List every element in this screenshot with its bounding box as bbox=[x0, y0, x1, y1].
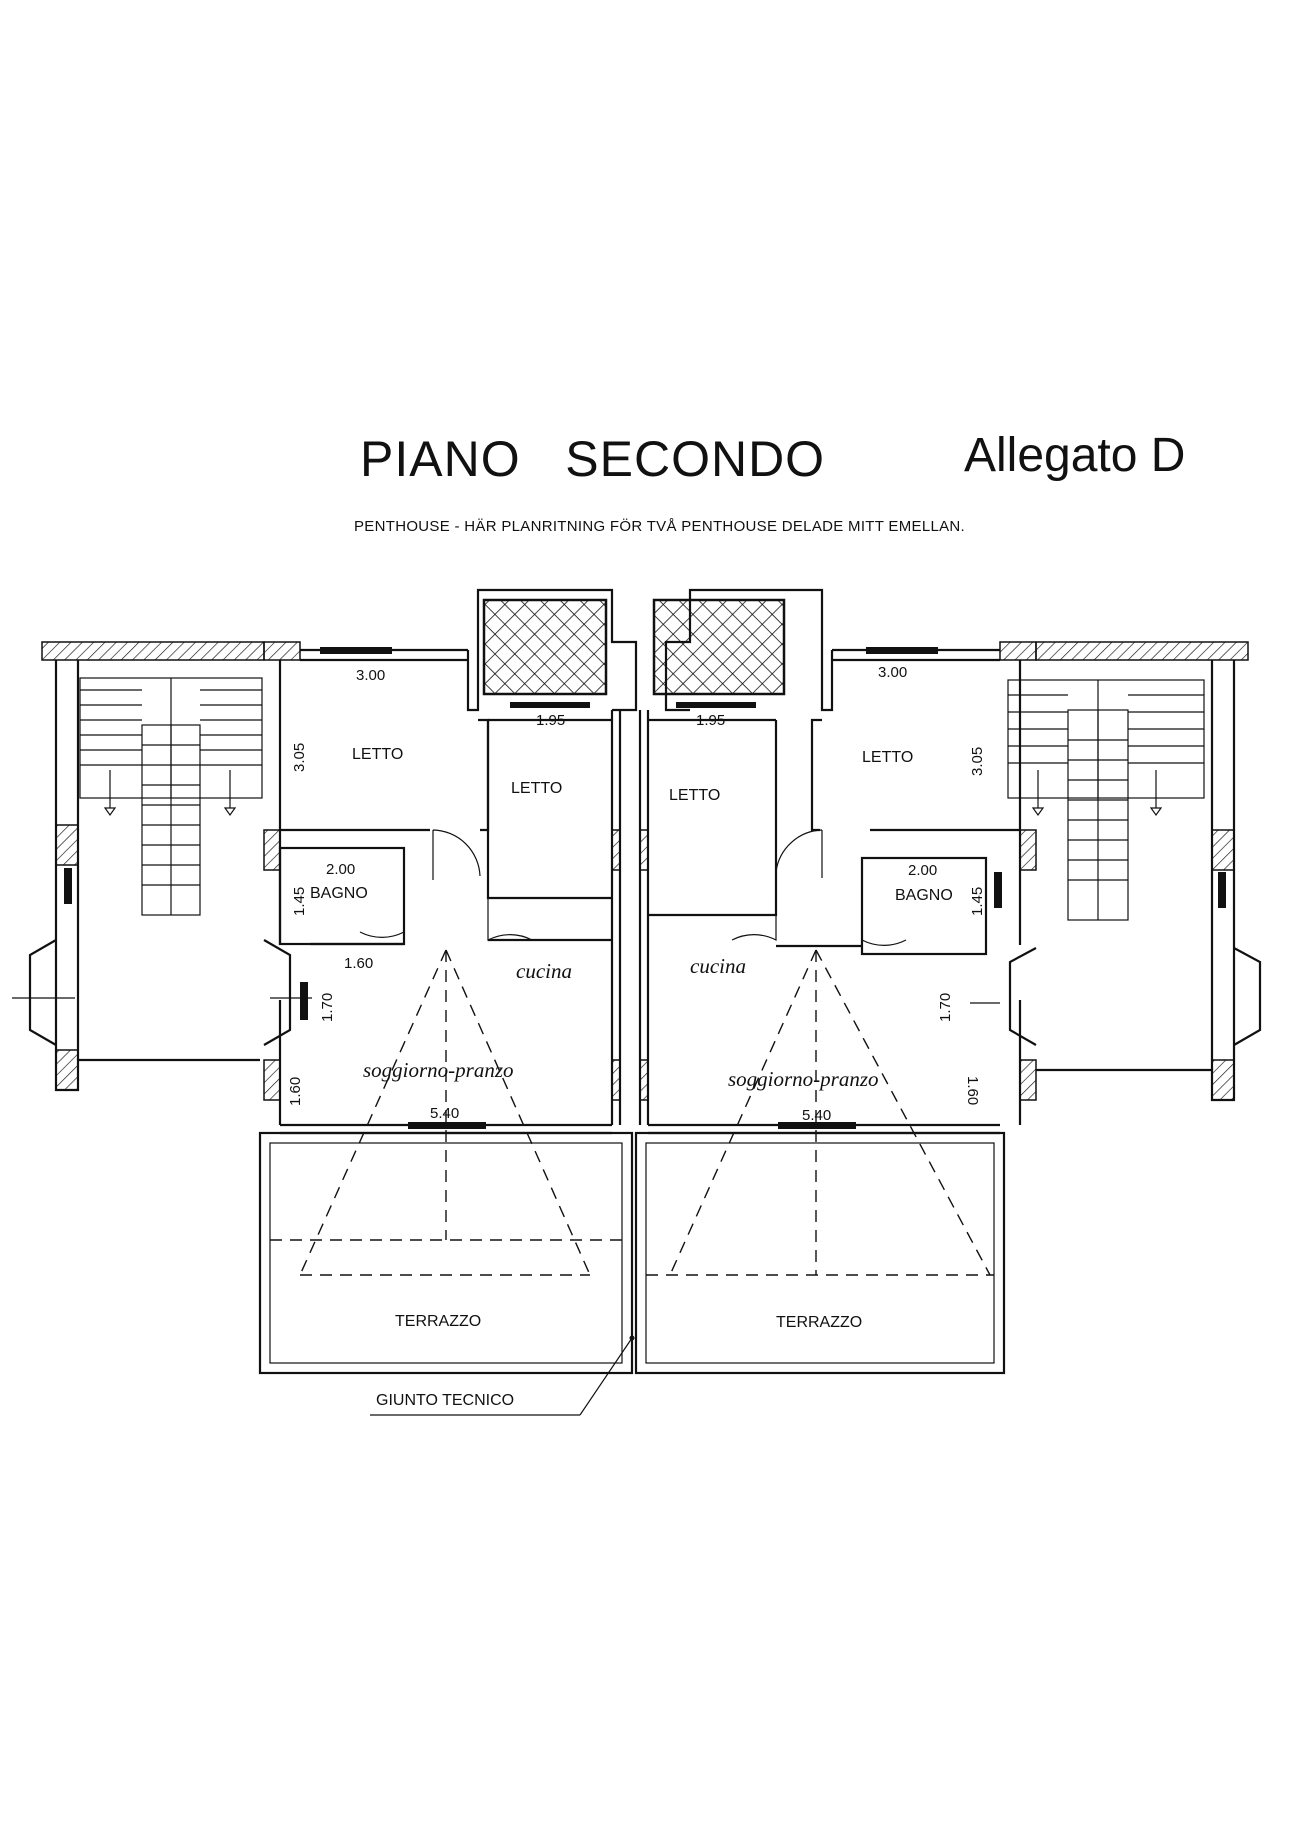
right-bathroom-label: BAGNO bbox=[895, 887, 953, 904]
left-bedroom-1-label: LETTO bbox=[352, 746, 403, 763]
right-dim-letto-depth: 3.05 bbox=[969, 747, 986, 776]
left-dim-letto-depth: 3.05 bbox=[291, 743, 308, 772]
right-stairwell bbox=[970, 641, 1262, 1102]
right-dim-letto-width: 3.00 bbox=[878, 664, 907, 681]
left-dim-living-width: 5.40 bbox=[430, 1105, 459, 1122]
right-kitchen-label: cucina bbox=[690, 954, 746, 978]
right-dim-bagno-width: 2.00 bbox=[908, 862, 937, 879]
left-bedroom-2-label: LETTO bbox=[511, 780, 562, 797]
right-bedroom-2-label: LETTO bbox=[669, 787, 720, 804]
right-bedroom-1-label: LETTO bbox=[862, 749, 913, 766]
right-dim-living-width: 5.40 bbox=[802, 1107, 831, 1124]
left-dim-letto2-width: 1.95 bbox=[536, 712, 565, 729]
technical-joint-label: GIUNTO TECNICO bbox=[376, 1392, 514, 1409]
right-terrace-label: TERRAZZO bbox=[776, 1314, 862, 1331]
right-dim-bagno-depth: 1.45 bbox=[969, 887, 986, 916]
left-dim-1-60: 1.60 bbox=[287, 1077, 304, 1106]
left-living-label: soggiorno-pranzo bbox=[363, 1058, 514, 1082]
left-bathroom-label: BAGNO bbox=[310, 885, 368, 902]
left-dim-1-70: 1.70 bbox=[319, 993, 336, 1022]
left-apartment bbox=[258, 588, 638, 1375]
left-terrace-label: TERRAZZO bbox=[395, 1313, 481, 1330]
drawing-subtitle: PENTHOUSE - HÄR PLANRITNING FÖR TVÅ PENT… bbox=[354, 518, 966, 535]
left-dim-bagno-depth: 1.45 bbox=[291, 887, 308, 916]
joint-leader-line bbox=[579, 1337, 633, 1416]
drawing-title: PIANO SECONDO bbox=[360, 431, 826, 487]
left-dim-corridor: 1.60 bbox=[344, 955, 373, 972]
right-dim-1-60: 1.60 bbox=[964, 1076, 981, 1105]
right-living-label: soggiorno-pranzo bbox=[728, 1067, 879, 1091]
left-stairwell bbox=[12, 641, 312, 1092]
annex-label: Allegato D bbox=[964, 429, 1186, 482]
right-dim-letto2-width: 1.95 bbox=[696, 712, 725, 729]
left-dim-letto-width: 3.00 bbox=[356, 667, 385, 684]
left-dim-bagno-width: 2.00 bbox=[326, 861, 355, 878]
left-kitchen-label: cucina bbox=[516, 959, 572, 983]
right-apartment bbox=[634, 588, 1037, 1375]
right-dim-1-70: 1.70 bbox=[937, 993, 954, 1022]
